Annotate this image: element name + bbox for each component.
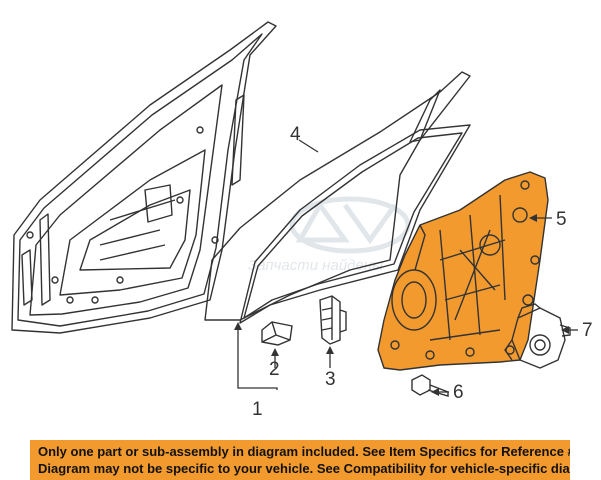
leader-lines (237, 139, 578, 393)
notice-line-1: Only one part or sub-assembly in diagram… (38, 444, 570, 459)
regulator-motor (504, 303, 571, 369)
bracket-part (261, 321, 293, 346)
callout-3: 3 (325, 369, 336, 390)
watermark-text: Запчасти найдены (248, 257, 383, 274)
bolt-part (411, 374, 449, 397)
notice-line-2: Diagram may not be specific to your vehi… (38, 461, 570, 476)
callout-1: 1 (252, 399, 263, 420)
regulator-clip (319, 295, 347, 345)
watermark-logo: Запчасти найдены (248, 196, 411, 274)
parts-diagram: Запчасти найдены (11, 21, 593, 420)
callout-2: 2 (269, 359, 280, 380)
callout-7: 7 (582, 320, 593, 341)
callout-5: 5 (556, 209, 567, 230)
callout-6: 6 (453, 382, 464, 403)
leader-arrowheads (234, 214, 569, 396)
notice-banner: Only one part or sub-assembly in diagram… (30, 440, 570, 480)
callout-4: 4 (290, 124, 301, 145)
door-glass (204, 71, 471, 324)
door-shell (11, 21, 277, 334)
window-regulator-panel (377, 171, 549, 371)
